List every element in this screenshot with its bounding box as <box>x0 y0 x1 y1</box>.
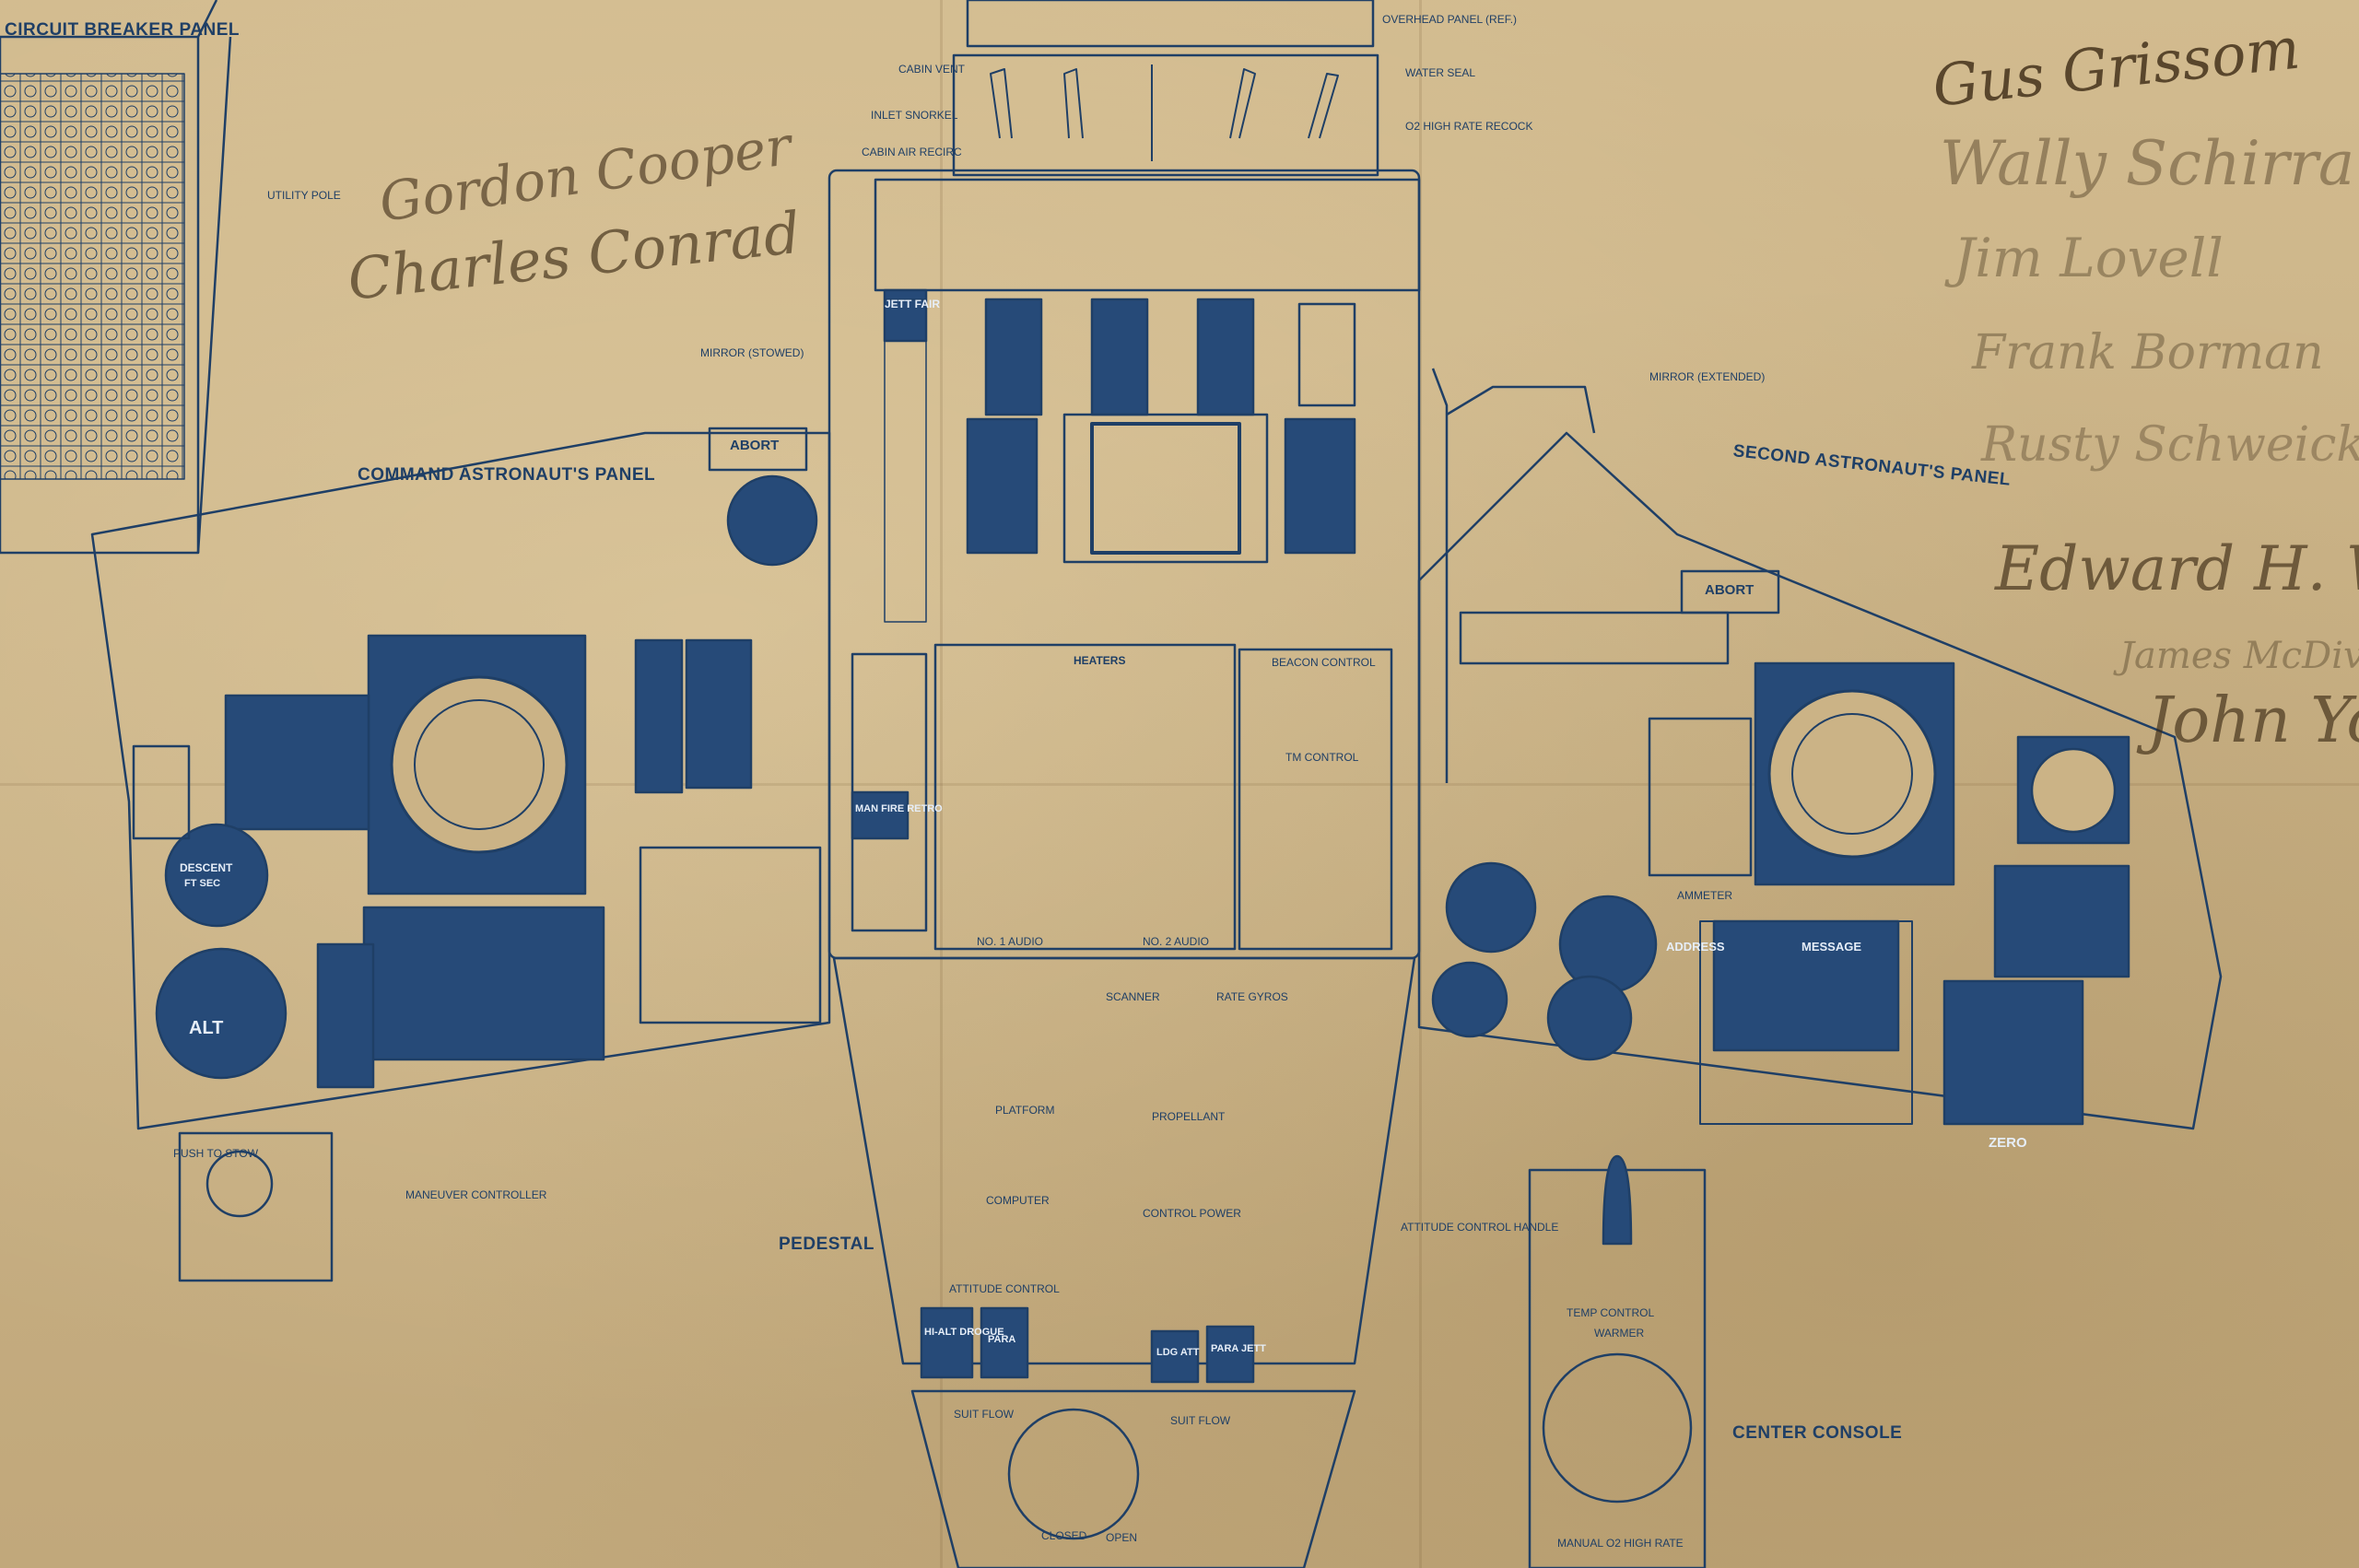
mirror-stowed-arm <box>1431 368 1449 783</box>
push-to-stow-label: PUSH TO STOW <box>173 1147 259 1160</box>
attitude-control-label: ATTITUDE CONTROL <box>949 1282 1060 1295</box>
message-label: MESSAGE <box>1802 940 1862 954</box>
closed-label: CLOSED <box>1041 1529 1087 1542</box>
ammeter-label: AMMETER <box>1677 889 1732 902</box>
audio-2-label: NO. 2 AUDIO <box>1143 935 1210 948</box>
rate-gyros-label: RATE GYROS <box>1216 990 1288 1003</box>
audio-1-label: NO. 1 AUDIO <box>977 935 1044 948</box>
tm-control-label: TM CONTROL <box>1285 751 1359 764</box>
cabin-air-recirc-label: CABIN AIR RECIRC <box>862 146 962 158</box>
temp-control-label: TEMP CONTROL <box>1567 1306 1655 1319</box>
zero-key[interactable]: ZERO <box>1989 1135 2027 1151</box>
paper-fold <box>0 783 2359 786</box>
hi-alt-drogue-button[interactable]: HI-ALT DROGUE <box>924 1327 1004 1338</box>
warmer-label: WARMER <box>1594 1327 1645 1340</box>
signature-lovell: Jim Lovell <box>1944 227 2224 289</box>
maneuver-controller-label: MANEUVER CONTROLLER <box>405 1188 547 1201</box>
circuit-breaker-panel <box>0 0 232 555</box>
water-seal-label: WATER SEAL <box>1405 66 1476 79</box>
open-label: OPEN <box>1106 1531 1138 1544</box>
man-fire-retro-button[interactable]: MAN FIRE RETRO <box>855 803 943 814</box>
cabin-levers-box <box>952 53 1379 177</box>
alt-label: ALT <box>189 1018 224 1038</box>
main-instrument-panel <box>827 169 1421 960</box>
overhead-panel-label: OVERHEAD PANEL (REF.) <box>1382 13 1518 26</box>
platform-label: PLATFORM <box>995 1104 1055 1117</box>
beacon-control-label: BEACON CONTROL <box>1272 656 1376 669</box>
abort-button-right[interactable]: ABORT <box>1705 582 1755 598</box>
control-power-label: CONTROL POWER <box>1143 1207 1241 1220</box>
attitude-control-handle-label: ATTITUDE CONTROL HANDLE <box>1401 1221 1559 1234</box>
paper-fold <box>940 0 943 1568</box>
abort-button-left[interactable]: ABORT <box>730 438 780 453</box>
address-label: ADDRESS <box>1666 940 1725 954</box>
mirror-extended-arm <box>1446 385 1596 434</box>
center-console <box>1528 1154 1707 1568</box>
mirror-stowed-label: MIRROR (STOWED) <box>700 346 804 359</box>
overhead-panel <box>966 0 1375 48</box>
circuit-breaker-panel-label: CIRCUIT BREAKER PANEL <box>5 20 241 40</box>
descent-label: DESCENT <box>180 861 233 874</box>
command-astronaut-panel-label: COMMAND ASTRONAUT'S PANEL <box>358 465 656 485</box>
cabin-vent-label: CABIN VENT <box>898 63 966 76</box>
para-button[interactable]: PARA <box>988 1334 1016 1345</box>
scanner-label: SCANNER <box>1106 990 1160 1003</box>
ft-sec-label: FT SEC <box>184 878 221 889</box>
signature-schirra: Wally Schirra <box>1940 128 2354 199</box>
propellant-label: PROPELLANT <box>1152 1110 1226 1123</box>
ldg-att-button[interactable]: LDG ATT <box>1156 1347 1200 1358</box>
computer-label: COMPUTER <box>986 1194 1050 1207</box>
para-jett-button[interactable]: PARA JETT <box>1211 1343 1266 1354</box>
mirror-extended-label: MIRROR (EXTENDED) <box>1649 370 1766 383</box>
signature-grissom: Gus Grissom <box>1930 15 2303 120</box>
o2-recock-label: O2 HIGH RATE RECOCK <box>1405 120 1533 133</box>
paper-fold <box>1419 0 1422 1568</box>
signature-schweickart: Rusty Schweickart <box>1980 417 2359 473</box>
center-console-label: CENTER CONSOLE <box>1732 1423 1903 1443</box>
pedestal-panel <box>832 956 1416 1568</box>
command-astronaut-panel <box>90 427 831 1282</box>
suit-flow-left-label: SUIT FLOW <box>954 1408 1015 1421</box>
utility-pole-label: UTILITY POLE <box>267 189 341 202</box>
signature-young: John Young <box>2136 685 2359 757</box>
heaters-label: HEATERS <box>1074 654 1126 667</box>
inlet-snorkel-label: INLET SNORKEL <box>871 109 958 122</box>
signature-white: Edward H. White <box>1994 533 2359 604</box>
suit-flow-right-label: SUIT FLOW <box>1170 1414 1231 1427</box>
signature-borman: Frank Borman <box>1971 325 2324 380</box>
manual-o2-label: MANUAL O2 HIGH RATE <box>1557 1537 1684 1550</box>
pedestal-label: PEDESTAL <box>779 1235 874 1254</box>
jett-fair-button[interactable]: JETT FAIR <box>885 298 941 310</box>
second-astronaut-panel <box>1417 431 2223 1130</box>
signature-mcdivitt: James McDivitt <box>2113 635 2359 677</box>
